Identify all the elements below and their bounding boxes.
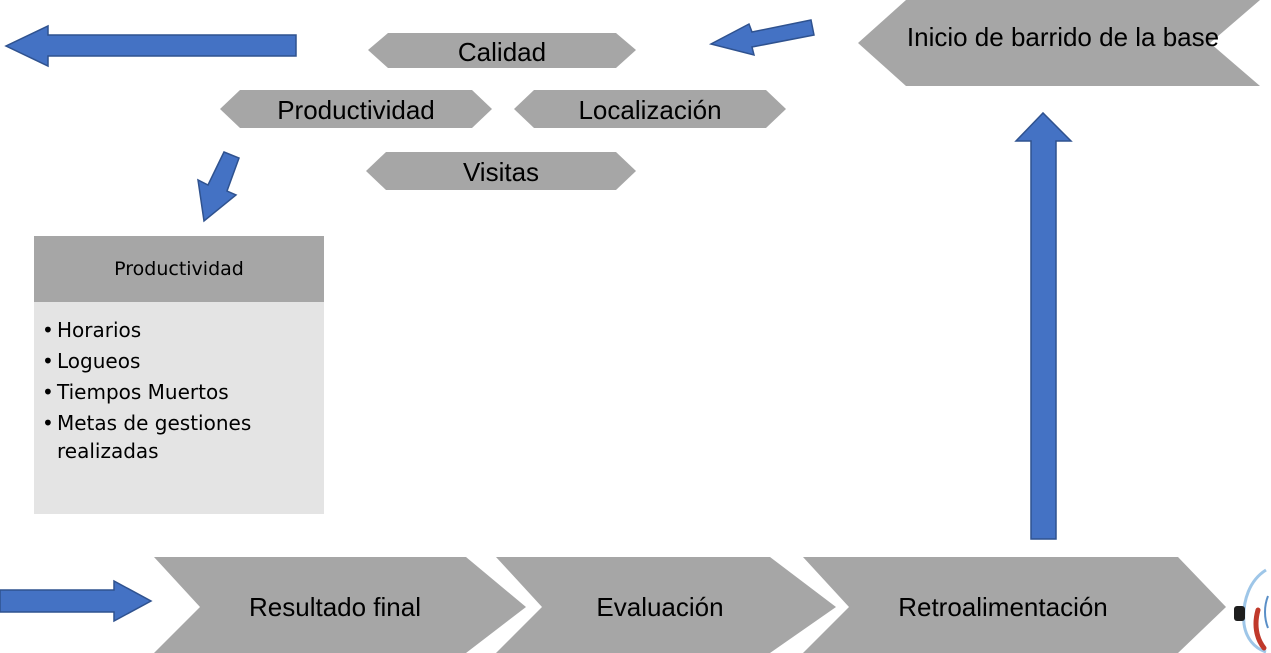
list-item: •Logueos <box>42 349 141 373</box>
step-evaluacion-label: Evaluación <box>596 592 724 622</box>
step-retroalimentacion-label: Retroalimentación <box>898 592 1108 622</box>
hex-calidad-label: Calidad <box>457 37 547 67</box>
hex-calidad-shape <box>368 33 636 68</box>
step-resultado-shape <box>154 557 526 653</box>
arrow-left-top <box>4 24 297 68</box>
logo-icon <box>1234 568 1269 653</box>
detail-panel-list: •Horarios •Logueos •Tiempos Muertos •Met… <box>34 302 324 465</box>
start-chevron-shape <box>858 0 1260 86</box>
hex-visitas-shape <box>366 152 636 190</box>
detail-panel-title: Productividad <box>34 236 324 302</box>
step-resultado-label: Resultado final <box>249 592 421 622</box>
hex-visitas-label: Visitas <box>462 157 540 187</box>
list-item-text: Tiempos Muertos <box>57 380 229 404</box>
list-item-text: Metas de gestiones realizadas <box>57 411 252 463</box>
hex-localizacion-shape <box>514 90 786 128</box>
hex-localizacion-label: Localización <box>578 95 722 125</box>
list-item: •Tiempos Muertos <box>42 380 229 404</box>
step-evaluacion-shape <box>496 557 836 653</box>
detail-panel: Productividad •Horarios •Logueos •Tiempo… <box>34 236 324 514</box>
step-retroalimentacion-shape <box>803 557 1226 653</box>
arrow-into-resultado <box>0 579 153 623</box>
detail-panel-body: •Horarios •Logueos •Tiempos Muertos •Met… <box>34 302 324 514</box>
list-item-text: Logueos <box>57 349 141 373</box>
list-item: •Horarios <box>42 318 142 342</box>
list-item-text: Horarios <box>57 318 142 342</box>
hex-productividad-shape <box>220 90 492 128</box>
start-chevron-label: Inicio de barrido de la base <box>906 22 1220 52</box>
list-item: •Metas de gestiones realizadas <box>42 411 252 463</box>
arrow-up-right <box>1014 111 1073 540</box>
arrow-down-to-panel <box>197 151 240 223</box>
hex-productividad-label: Productividad <box>277 95 435 125</box>
arrow-into-calidad <box>708 19 815 57</box>
